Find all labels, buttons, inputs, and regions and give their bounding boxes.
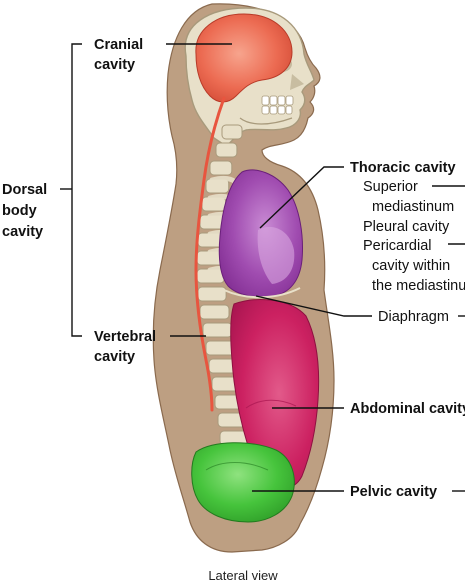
abdominal-fold xyxy=(245,399,297,409)
thoracic-leader-line xyxy=(259,166,344,229)
diaphragm-leader-line xyxy=(255,295,372,317)
vertebra xyxy=(209,160,233,176)
vertebra xyxy=(202,322,233,338)
pelvic-fold xyxy=(205,462,269,471)
dorsal-body-cavity-label: Dorsal body cavity xyxy=(2,182,51,240)
nasal-cavity xyxy=(290,74,304,90)
pelvic-cavity-label: Pelvic cavity xyxy=(350,484,437,500)
mandible xyxy=(239,117,293,125)
cranial-cavity-region xyxy=(195,13,293,103)
abdominal-cavity-region xyxy=(230,299,320,488)
caption: Lateral view xyxy=(208,568,278,583)
vertebra xyxy=(215,142,238,158)
thoracic-cavity-label: Thoracic cavity xyxy=(350,160,456,176)
pelvic-cavity-region xyxy=(191,442,295,523)
pericardial-cavity-label: Pericardial cavity within the mediastinu… xyxy=(363,238,465,294)
cranial-cavity-label: Cranial cavity xyxy=(94,37,147,73)
abdominal-cavity-label: Abdominal cavity xyxy=(350,401,465,417)
vertebral-cavity-label: Vertebral cavity xyxy=(94,329,160,365)
vertebra xyxy=(197,286,227,302)
teeth xyxy=(261,95,294,115)
vertebral-cavity-region xyxy=(194,96,226,412)
dorsal-bracket xyxy=(71,43,82,337)
vertebra xyxy=(221,124,243,140)
vertebra xyxy=(199,304,230,320)
mediastinum-shade xyxy=(257,226,295,284)
superior-mediastinum-label: Superior mediastinum xyxy=(363,179,454,215)
diaphragm-label: Diaphragm xyxy=(378,309,449,325)
pleural-cavity-label: Pleural cavity xyxy=(363,219,450,235)
